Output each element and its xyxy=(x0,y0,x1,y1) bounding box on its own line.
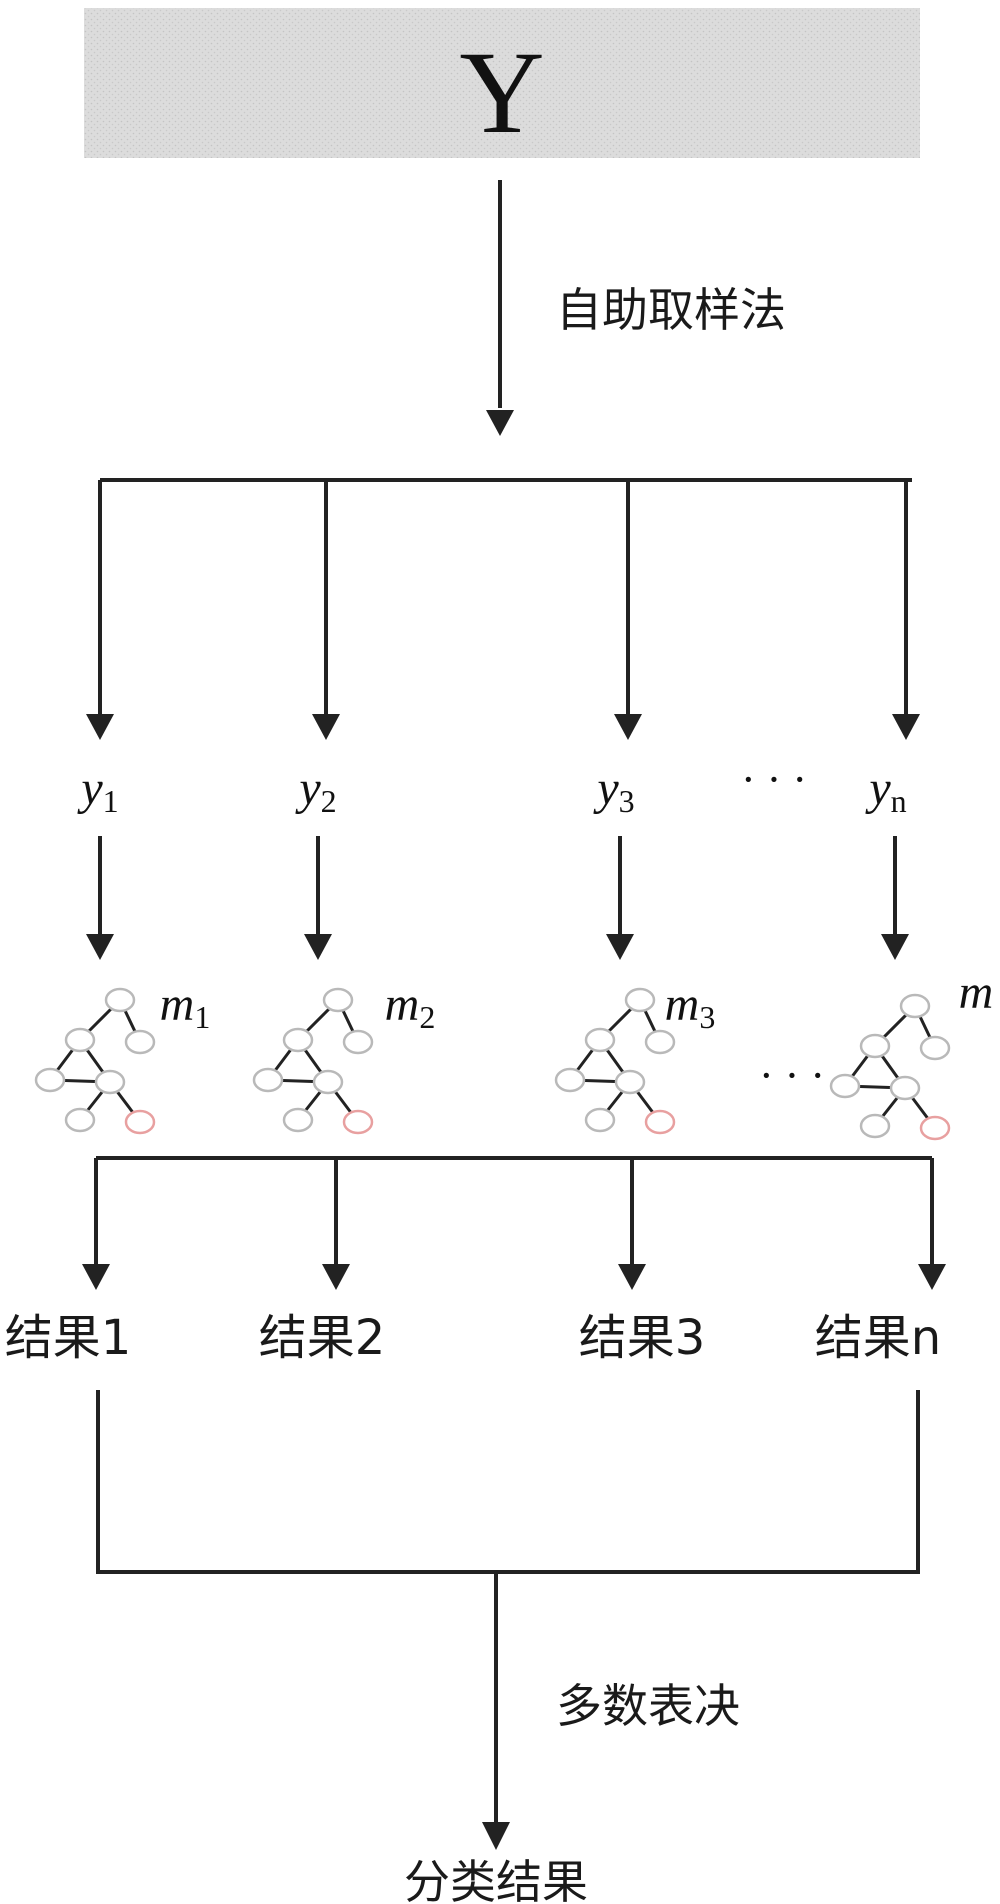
tree-node xyxy=(64,1107,96,1133)
branch-arrow-1 xyxy=(86,480,114,740)
model-letter: m xyxy=(959,966,994,1019)
dataset-box-background xyxy=(84,8,920,158)
sample-subscript: 1 xyxy=(103,783,119,819)
sample-subscript: 2 xyxy=(321,783,337,819)
sample-letter: y xyxy=(294,762,321,815)
result-arrow-4 xyxy=(918,1158,946,1290)
tree-node xyxy=(644,1109,676,1135)
sample-label-1: y1 xyxy=(76,762,118,819)
tree-node xyxy=(859,1033,891,1059)
tree-node xyxy=(859,1113,891,1139)
tree-node xyxy=(342,1029,374,1055)
model-letter: m xyxy=(385,978,420,1031)
model-subscript: 1 xyxy=(194,999,210,1035)
tree-node xyxy=(124,1109,156,1135)
decision-tree-icon xyxy=(829,993,951,1141)
tree-node xyxy=(919,1115,951,1141)
branch-arrow-4 xyxy=(892,480,920,740)
tree-node xyxy=(614,1069,646,1095)
branch-arrow-2 xyxy=(312,480,340,740)
sampling-arrow xyxy=(486,180,514,436)
sample-letter: y xyxy=(864,762,891,815)
vote-bracket xyxy=(96,1390,920,1574)
decision-tree-icon xyxy=(252,987,374,1135)
sample-letter: y xyxy=(592,762,619,815)
tree-node xyxy=(282,1027,314,1053)
tree-node xyxy=(282,1107,314,1133)
tree-node xyxy=(624,987,656,1013)
sample-letter: y xyxy=(76,762,103,815)
model-arrow-4 xyxy=(881,836,909,960)
tree-node xyxy=(94,1069,126,1095)
final-result-label: 分类结果 xyxy=(404,1855,588,1904)
tree-node xyxy=(34,1067,66,1093)
tree-node xyxy=(919,1035,951,1061)
vote-label: 多数表决 xyxy=(556,1679,740,1733)
tree-node xyxy=(584,1027,616,1053)
tree-node xyxy=(889,1075,921,1101)
model-arrow-1 xyxy=(86,836,114,960)
result-arrow-3 xyxy=(618,1158,646,1290)
tree-node xyxy=(322,987,354,1013)
tree-node xyxy=(644,1029,676,1055)
tree-node xyxy=(104,987,136,1013)
result-label-2: 结果2 xyxy=(259,1310,386,1366)
vote-arrow xyxy=(482,1572,510,1850)
model-arrow-2 xyxy=(304,836,332,960)
tree-node xyxy=(342,1109,374,1135)
decision-tree-icon xyxy=(554,987,676,1135)
dataset-box: Y xyxy=(84,8,920,158)
model-label-2: m2 xyxy=(385,978,436,1035)
model-arrow-3 xyxy=(606,836,634,960)
sample-subscript: 3 xyxy=(619,783,635,819)
sample-subscript: n xyxy=(891,783,907,819)
decision-tree-icon xyxy=(34,987,156,1135)
dataset-label: Y xyxy=(459,27,544,158)
tree-node xyxy=(584,1107,616,1133)
tree-node xyxy=(312,1069,344,1095)
tree-node xyxy=(252,1067,284,1093)
samples-ellipsis: · · · xyxy=(741,755,807,804)
result-arrows xyxy=(82,1158,946,1290)
sample-label-3: y3 xyxy=(592,762,634,819)
model-subscript: 3 xyxy=(699,999,715,1035)
result-label-3: 结果3 xyxy=(579,1310,706,1366)
tree-node xyxy=(124,1029,156,1055)
models-ellipsis: · · · xyxy=(759,1051,825,1100)
result-arrow-2 xyxy=(322,1158,350,1290)
tree-node xyxy=(829,1073,861,1099)
result-arrow-1 xyxy=(82,1158,110,1290)
sample-label-4: yn xyxy=(864,762,906,819)
branch-arrows xyxy=(86,480,920,740)
sample-label-2: y2 xyxy=(294,762,336,819)
model-letter: m xyxy=(160,978,195,1031)
result-labels: 结果1 结果2 结果3 结果n xyxy=(5,1310,941,1366)
tree-node xyxy=(899,993,931,1019)
tree-node xyxy=(64,1027,96,1053)
decision-trees xyxy=(34,987,951,1141)
tree-node xyxy=(554,1067,586,1093)
model-arrows xyxy=(86,836,909,960)
model-label-3: m3 xyxy=(665,978,716,1035)
model-letter: m xyxy=(665,978,700,1031)
result-label-4: 结果n xyxy=(815,1310,941,1366)
model-subscript: 2 xyxy=(419,999,435,1035)
sampling-label: 自助取样法 xyxy=(556,283,786,337)
model-label-1: m1 xyxy=(160,978,211,1035)
branch-arrow-3 xyxy=(614,480,642,740)
result-label-1: 结果1 xyxy=(5,1310,132,1366)
model-label-4: m xyxy=(959,966,994,1019)
